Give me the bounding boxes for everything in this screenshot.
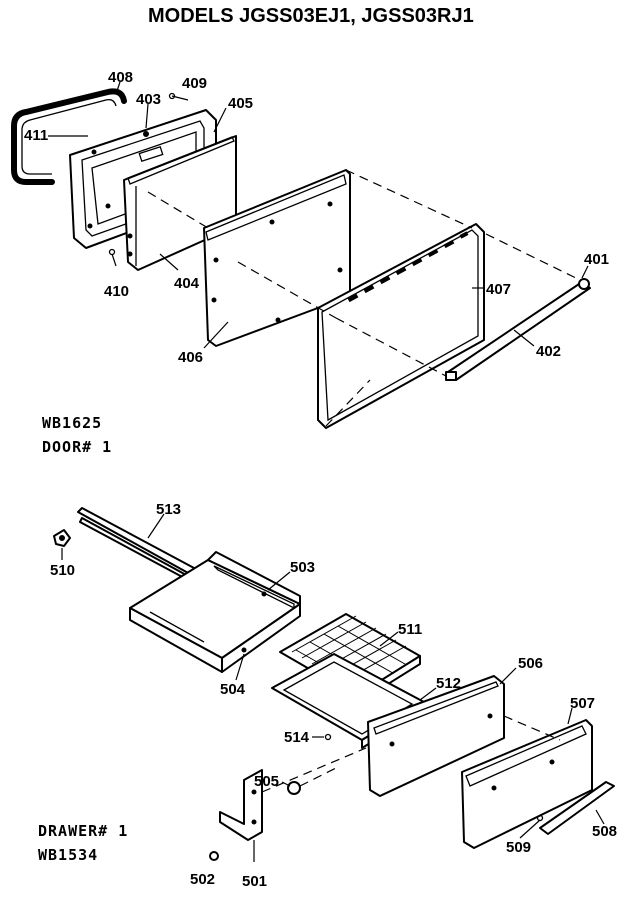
label-513: 513 [156,501,181,518]
label-508: 508 [592,823,617,840]
outer-door-panel-407 [317,223,485,429]
label-503: 503 [290,559,315,576]
label-405: 405 [228,95,253,112]
drawer-rail-513 [77,507,195,581]
label-512: 512 [436,675,461,692]
label-511: 511 [398,621,422,638]
label-504: 504 [220,681,246,698]
drawer-front-506 [367,675,505,797]
label-509: 509 [506,839,531,856]
label-406: 406 [178,349,203,366]
label-404: 404 [174,275,200,292]
drawer-assembly: 513 510 503 511 504 506 512 507 514 505 … [38,501,617,890]
door-caption-name: DOOR# 1 [42,438,112,456]
label-403: 403 [136,91,161,108]
label-411: 411 [24,127,48,144]
label-507: 507 [570,695,595,712]
drawer-handle-508 [539,781,615,835]
label-410: 410 [104,283,129,300]
label-510: 510 [50,562,75,579]
label-505: 505 [254,773,279,790]
drawer-bracket-501 [219,769,263,841]
door-handle-402 [445,278,591,381]
roller-510 [53,529,71,547]
screw-502 [209,851,219,861]
label-514: 514 [284,729,310,746]
drawer-body-503 [129,551,301,673]
label-408-gasket: 408 [108,69,133,86]
door-caption-part-number: WB1625 [42,414,102,432]
label-409: 409 [182,75,207,92]
label-506: 506 [518,655,543,672]
drawer-roller-505 [287,767,337,795]
door-assembly: 408 409 403 405 411 410 404 406 407 401 … [11,69,609,456]
door-gasket-408 [11,88,127,185]
drawer-caption-name: DRAWER# 1 [38,822,128,840]
page-title: MODELS JGSS03EJ1, JGSS03RJ1 [148,5,474,27]
label-502: 502 [190,871,215,888]
label-501: 501 [242,873,267,890]
drawer-caption-part-number: WB1534 [38,846,98,864]
label-407: 407 [486,281,511,298]
drawer-outer-front-507 [461,719,593,849]
label-402: 402 [536,343,561,360]
label-401: 401 [584,251,609,268]
